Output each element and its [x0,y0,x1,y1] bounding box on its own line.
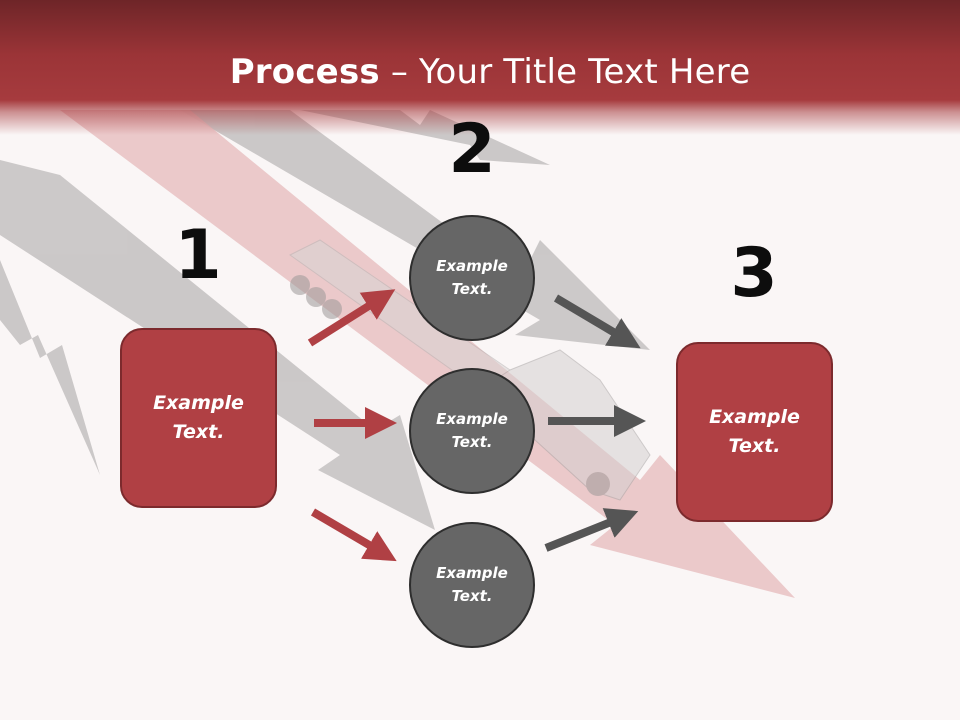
circle-text: Example Text. [436,410,508,451]
left-step-box-text: Example Text. [153,392,244,443]
step2-circle-top: Example Text. [409,215,535,341]
title-rest: – Your Title Text Here [379,52,751,92]
title-bold: Process [229,52,380,92]
circle-text: Example Text. [436,564,508,605]
right-step-box-text: Example Text. [709,406,800,457]
right-step-box: Example Text. [676,342,833,522]
step2-circle-bottom: Example Text. [409,522,535,648]
circle-text: Example Text. [436,257,508,298]
bg-arrow-gray-2 [0,260,100,475]
step2-circle-middle: Example Text. [409,368,535,494]
step-number-3: 3 [730,234,778,313]
bg-arrow-gray-4 [300,110,550,165]
step-number-2: 2 [448,110,496,189]
slide-title: Process – Your Title Text Here [0,52,960,92]
left-step-box: Example Text. [120,328,277,508]
step-number-1: 1 [174,216,222,295]
title-bar [0,0,960,150]
